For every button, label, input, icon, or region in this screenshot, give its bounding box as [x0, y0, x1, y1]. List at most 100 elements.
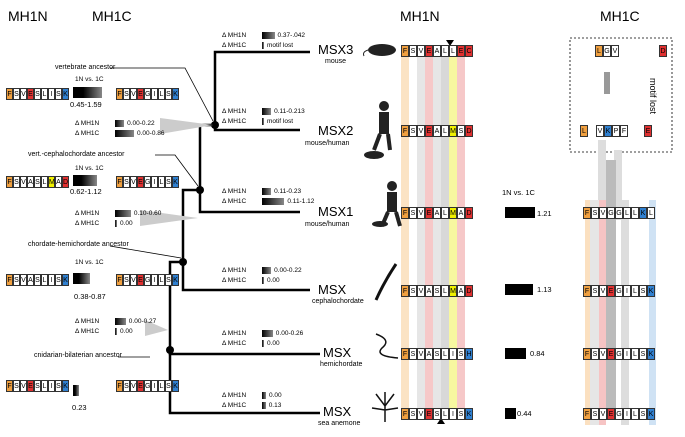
residue-box: A [55, 176, 62, 188]
residue-box: K [647, 285, 655, 297]
tree-nodes [166, 121, 219, 354]
delta-c-label: Δ MH1C [222, 197, 247, 205]
residue-box: D [62, 176, 69, 188]
residue-box: E [425, 45, 433, 57]
residue-box: L [441, 348, 449, 360]
leaf-anem-name: MSX [323, 404, 352, 419]
residue-box: K [647, 408, 655, 420]
residue-box: E [137, 88, 144, 100]
residue-box: A [27, 274, 34, 286]
residue-box: D [659, 45, 667, 57]
ancestor-cnid-bil-label: cnidarian-bilaterian ancestor [34, 352, 122, 359]
residue-box: I [151, 176, 158, 188]
residue-box: S [409, 285, 417, 297]
delta-c-value: 0.13 [268, 401, 282, 409]
residue-box: L [41, 88, 48, 100]
delta-c-value: motif lost [267, 117, 294, 125]
residue-box: D [465, 285, 473, 297]
ancestor-pointers [109, 67, 214, 358]
residue-box: I [449, 348, 457, 360]
ratio-header-leaves: 1N vs. 1C [502, 188, 535, 197]
residue-box: V [20, 88, 27, 100]
residue-box: E [27, 88, 34, 100]
delta-n-bar [115, 209, 131, 217]
residue-box: A [27, 176, 34, 188]
residue-box: K [647, 348, 655, 360]
residue-box: S [55, 380, 62, 392]
residue-box: F [6, 88, 13, 100]
residue-box: F [116, 380, 123, 392]
residue-box: S [409, 207, 417, 219]
delta-n-bar [262, 266, 272, 274]
ratio-bar-msx1 [505, 207, 536, 218]
residue-box: A [433, 45, 441, 57]
leaf-ceph-species: cephalochordate [312, 298, 364, 305]
residue-box: D [465, 207, 473, 219]
delta-n-value: 0.00-0.27 [128, 317, 157, 325]
residue-box: V [599, 207, 607, 219]
alignment-stripe [417, 45, 425, 420]
leaf-msx3-species: mouse [325, 58, 347, 65]
residue-box: V [417, 285, 425, 297]
residue-box: G [144, 176, 151, 188]
residue-box: A [457, 207, 465, 219]
delta-c-label: Δ MH1C [222, 401, 247, 409]
residue-box: V [599, 285, 607, 297]
residue-box: S [591, 207, 599, 219]
residue-box: V [130, 274, 137, 286]
residue-box: S [34, 88, 41, 100]
leaf-msx2-species: mouse/human [305, 140, 350, 147]
residue-box: K [172, 380, 179, 392]
residue-box: L [449, 45, 457, 57]
residue-box: E [425, 125, 433, 137]
residue-box: F [401, 348, 409, 360]
residue-box: L [441, 285, 449, 297]
alignment-stripe [401, 45, 409, 420]
residue-box: S [123, 176, 130, 188]
leaf-msx2-name: MSX2 [318, 123, 354, 138]
residue-box: L [647, 207, 655, 219]
residue-box: I [623, 285, 631, 297]
ancestor-vertebrate-label: vertebrate ancestor [55, 64, 116, 71]
delta-n-label: Δ MH1N [222, 31, 247, 39]
residue-box: S [591, 408, 599, 420]
ancestor-chord-hemi-ratio: 0.38-0.87 [74, 292, 106, 301]
residue-box: L [41, 380, 48, 392]
residue-box: L [158, 274, 165, 286]
residue-box: S [591, 285, 599, 297]
delta-c-label: Δ MH1C [222, 339, 247, 347]
alignment-stripe [457, 45, 465, 420]
residue-box: F [401, 125, 409, 137]
residue-box: P [612, 125, 620, 137]
residue-box: S [165, 88, 172, 100]
acorn-worm-silhouette [375, 333, 399, 359]
delta-n-label: Δ MH1N [222, 187, 247, 195]
residue-box: F [401, 408, 409, 420]
residue-box: L [441, 408, 449, 420]
delta-c-bar [262, 276, 264, 284]
human-mouse-silhouette-2 [372, 181, 402, 227]
residue-box [619, 45, 627, 57]
residue-box: S [409, 45, 417, 57]
residue-box [627, 45, 635, 57]
human-mouse-silhouette [364, 101, 392, 159]
residue-box: S [34, 274, 41, 286]
delta-c-bar [115, 327, 117, 335]
delta-n-bar [115, 317, 126, 325]
residue-box: A [425, 348, 433, 360]
residue-box: A [433, 207, 441, 219]
delta-c-label: Δ MH1C [222, 41, 247, 49]
delta-n-label: Δ MH1N [222, 329, 247, 337]
